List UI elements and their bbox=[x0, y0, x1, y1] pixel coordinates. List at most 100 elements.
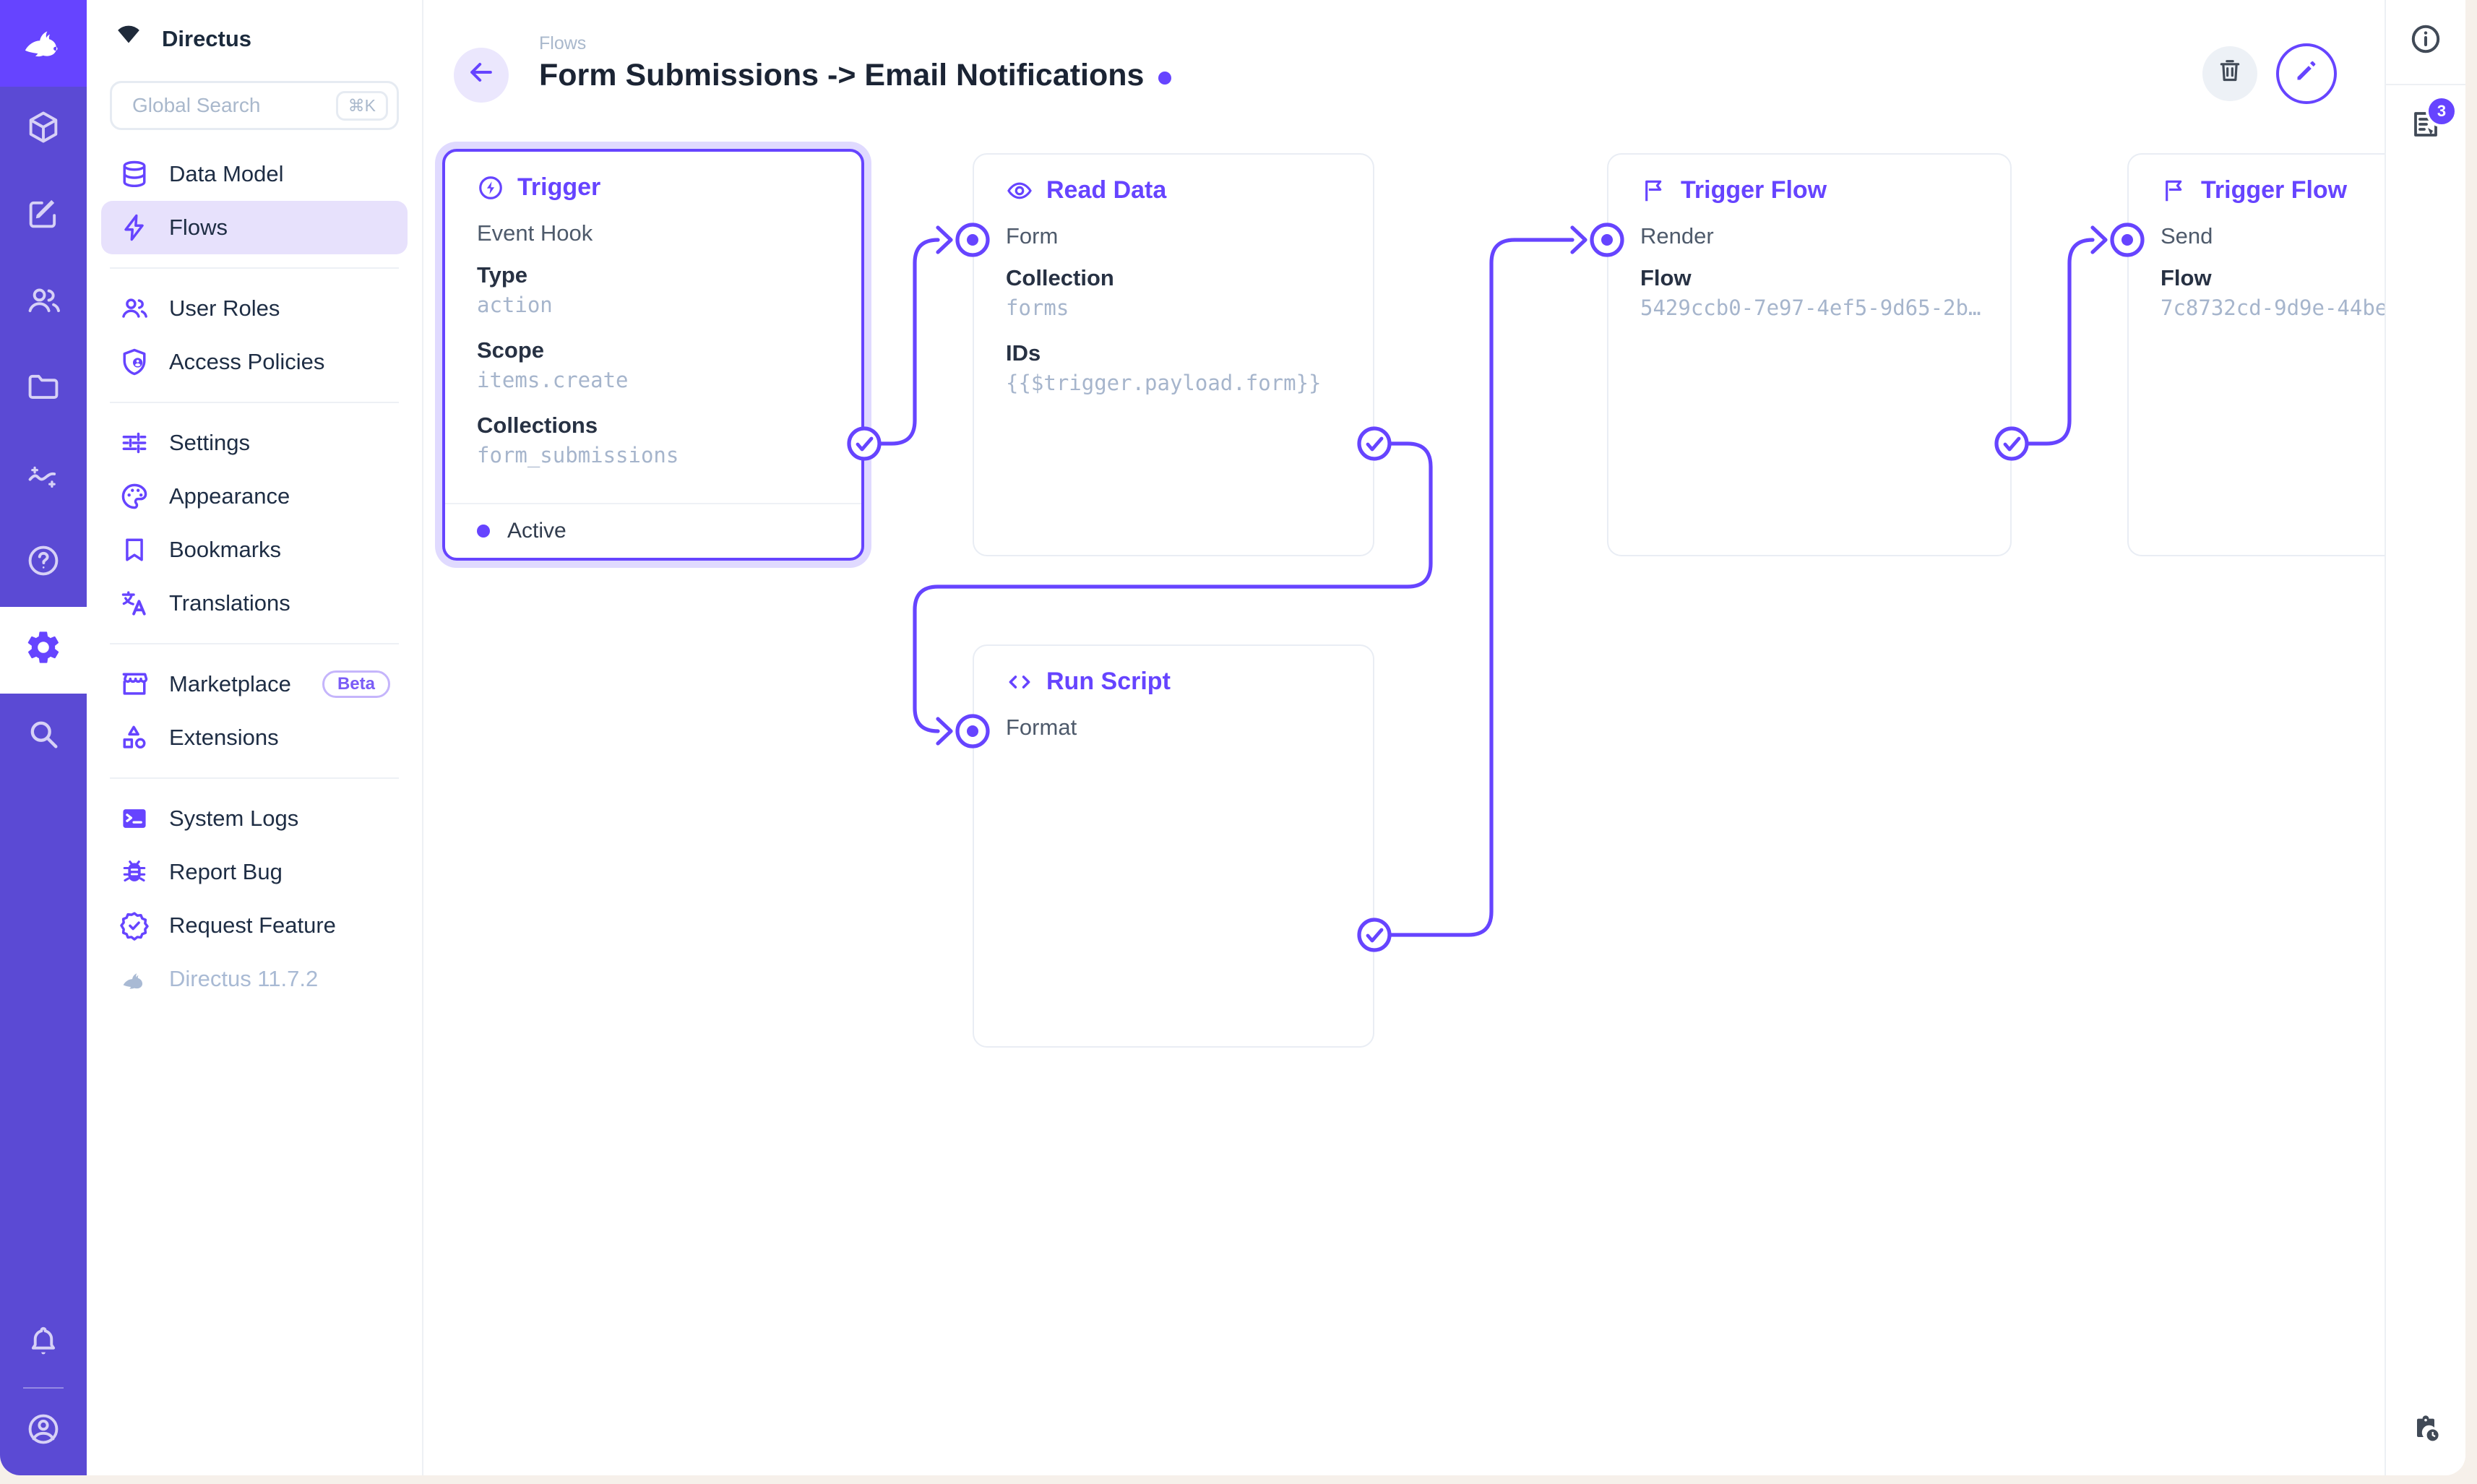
sidebar-item-request-feature[interactable]: Request Feature bbox=[101, 899, 408, 952]
module-bar-divider bbox=[23, 1387, 64, 1389]
panel-title-row: Trigger bbox=[477, 152, 835, 202]
logs-count-badge: 3 bbox=[2426, 95, 2457, 127]
sidebar-item-label: Access Policies bbox=[169, 349, 325, 374]
resolve-option-label: Form bbox=[1006, 223, 1059, 249]
module-bar bbox=[0, 0, 87, 1475]
panel-title-row: Read Data bbox=[1006, 155, 1347, 204]
sidebar-item-label: Flows bbox=[169, 215, 228, 240]
flow-canvas[interactable]: Flows Form Submissions -> Email Notifica… bbox=[423, 0, 2465, 1475]
module-insights[interactable] bbox=[0, 433, 87, 520]
shield-user-icon bbox=[119, 346, 150, 378]
eye-icon bbox=[1006, 177, 1033, 204]
panel-title-row: Run Script bbox=[1006, 646, 1347, 696]
sidebar-item-report-bug[interactable]: Report Bug bbox=[101, 845, 408, 899]
sidebar-item-label: Bookmarks bbox=[169, 537, 282, 562]
sidebar-item-settings[interactable]: Settings bbox=[101, 416, 408, 470]
sidebar-item-bookmarks[interactable]: Bookmarks bbox=[101, 523, 408, 577]
resolve-option-label: Format bbox=[1006, 715, 1077, 740]
project-header[interactable]: Directus bbox=[87, 0, 422, 78]
tune-icon bbox=[119, 427, 150, 459]
verified-icon bbox=[119, 910, 150, 941]
account-button[interactable] bbox=[0, 1389, 87, 1475]
sidebar-item-flows[interactable]: Flows bbox=[101, 201, 408, 254]
directus-logo-tile[interactable] bbox=[0, 0, 87, 87]
sidebar-item-access-policies[interactable]: Access Policies bbox=[101, 335, 408, 389]
breadcrumb[interactable]: Flows bbox=[539, 33, 587, 53]
sidebar-item-label: Data Model bbox=[169, 161, 284, 186]
back-button[interactable] bbox=[454, 48, 509, 103]
notifications-button[interactable] bbox=[0, 1300, 87, 1387]
translate-icon bbox=[119, 587, 150, 619]
panel-title-row: Trigger Flow bbox=[2161, 155, 2465, 204]
module-content[interactable] bbox=[0, 87, 87, 173]
module-editor[interactable] bbox=[0, 173, 87, 260]
sidebar-item-label: System Logs bbox=[169, 806, 299, 831]
info-sidebar-button[interactable] bbox=[2386, 0, 2465, 85]
operation-panel-read-data[interactable]: Read Data Form Collection forms IDs {{$t… bbox=[973, 153, 1374, 556]
search-shortcut: ⌘K bbox=[335, 90, 388, 121]
logs-sidebar-button[interactable]: 3 bbox=[2386, 85, 2465, 169]
sidebar-item-user-roles[interactable]: User Roles bbox=[101, 282, 408, 335]
sidebar-item-label: Request Feature bbox=[169, 913, 336, 938]
trash-icon bbox=[2215, 56, 2244, 91]
panel-title-row: Trigger Flow bbox=[1640, 155, 1984, 204]
edit-square-icon bbox=[25, 195, 62, 238]
directus-rabbit-icon bbox=[17, 14, 69, 72]
sidebar-item-system-logs[interactable]: System Logs bbox=[101, 792, 408, 845]
operation-panel-run-script[interactable]: Run Script Format bbox=[973, 644, 1374, 1048]
palette-icon bbox=[119, 480, 150, 512]
delete-flow-button[interactable] bbox=[2202, 46, 2257, 101]
sidebar-item-appearance[interactable]: Appearance bbox=[101, 470, 408, 523]
flag-icon bbox=[2161, 177, 2188, 204]
version-row: Directus 11.7.2 bbox=[101, 952, 408, 1006]
search-icon bbox=[25, 715, 62, 759]
navigation-panel: Directus Global Search ⌘K Data Model Flo… bbox=[87, 0, 423, 1475]
pencil-icon bbox=[2292, 56, 2321, 91]
trigger-status: Active bbox=[445, 503, 861, 558]
offline-bolt-icon bbox=[477, 174, 504, 202]
info-icon bbox=[2408, 22, 2443, 62]
sidebar-item-extensions[interactable]: Extensions bbox=[101, 711, 408, 764]
project-logo-icon bbox=[113, 20, 145, 58]
bookmark-icon bbox=[119, 534, 150, 566]
module-settings[interactable] bbox=[0, 607, 87, 694]
module-search[interactable] bbox=[0, 694, 87, 780]
account-circle-icon bbox=[25, 1410, 62, 1454]
module-users[interactable] bbox=[0, 260, 87, 347]
clipboard-clock-icon[interactable] bbox=[2408, 1412, 2443, 1452]
cube-icon bbox=[25, 108, 62, 152]
gear-icon bbox=[25, 629, 62, 672]
operation-panel-trigger-flow-render[interactable]: Trigger Flow Render Flow 5429ccb0-7e97-4… bbox=[1607, 153, 2012, 556]
search-placeholder: Global Search bbox=[132, 94, 261, 116]
terminal-icon bbox=[119, 803, 150, 834]
nav-divider bbox=[110, 402, 399, 403]
operation-panel-trigger[interactable]: Trigger Event Hook Type action Scope ite… bbox=[442, 149, 864, 561]
global-search-input[interactable]: Global Search ⌘K bbox=[110, 81, 399, 130]
status-dot bbox=[477, 525, 490, 538]
trigger-type: Event Hook bbox=[477, 220, 593, 246]
beta-badge: Beta bbox=[322, 670, 390, 698]
bug-icon bbox=[119, 856, 150, 888]
insights-icon bbox=[25, 455, 62, 499]
bell-icon bbox=[25, 1322, 62, 1366]
directus-rabbit-icon bbox=[119, 963, 150, 995]
bolt-icon bbox=[119, 212, 150, 243]
sidebar-item-label: Marketplace bbox=[169, 671, 291, 696]
right-sidebar: 3 bbox=[2385, 0, 2465, 1475]
flow-color-dot bbox=[1158, 71, 1172, 85]
resolve-option-label: Send bbox=[2161, 223, 2213, 249]
flag-icon bbox=[1640, 177, 1668, 204]
sidebar-item-label: Translations bbox=[169, 590, 290, 616]
nav-divider bbox=[110, 643, 399, 644]
storefront-icon bbox=[119, 668, 150, 700]
project-name: Directus bbox=[162, 26, 252, 51]
module-files[interactable] bbox=[0, 347, 87, 433]
edit-flow-button[interactable] bbox=[2276, 43, 2337, 104]
sidebar-item-label: Extensions bbox=[169, 725, 279, 750]
sidebar-item-data-model[interactable]: Data Model bbox=[101, 147, 408, 201]
module-help[interactable] bbox=[0, 520, 87, 607]
version-label: Directus 11.7.2 bbox=[169, 966, 319, 991]
sidebar-item-translations[interactable]: Translations bbox=[101, 577, 408, 630]
sidebar-item-marketplace[interactable]: Marketplace Beta bbox=[101, 657, 408, 711]
